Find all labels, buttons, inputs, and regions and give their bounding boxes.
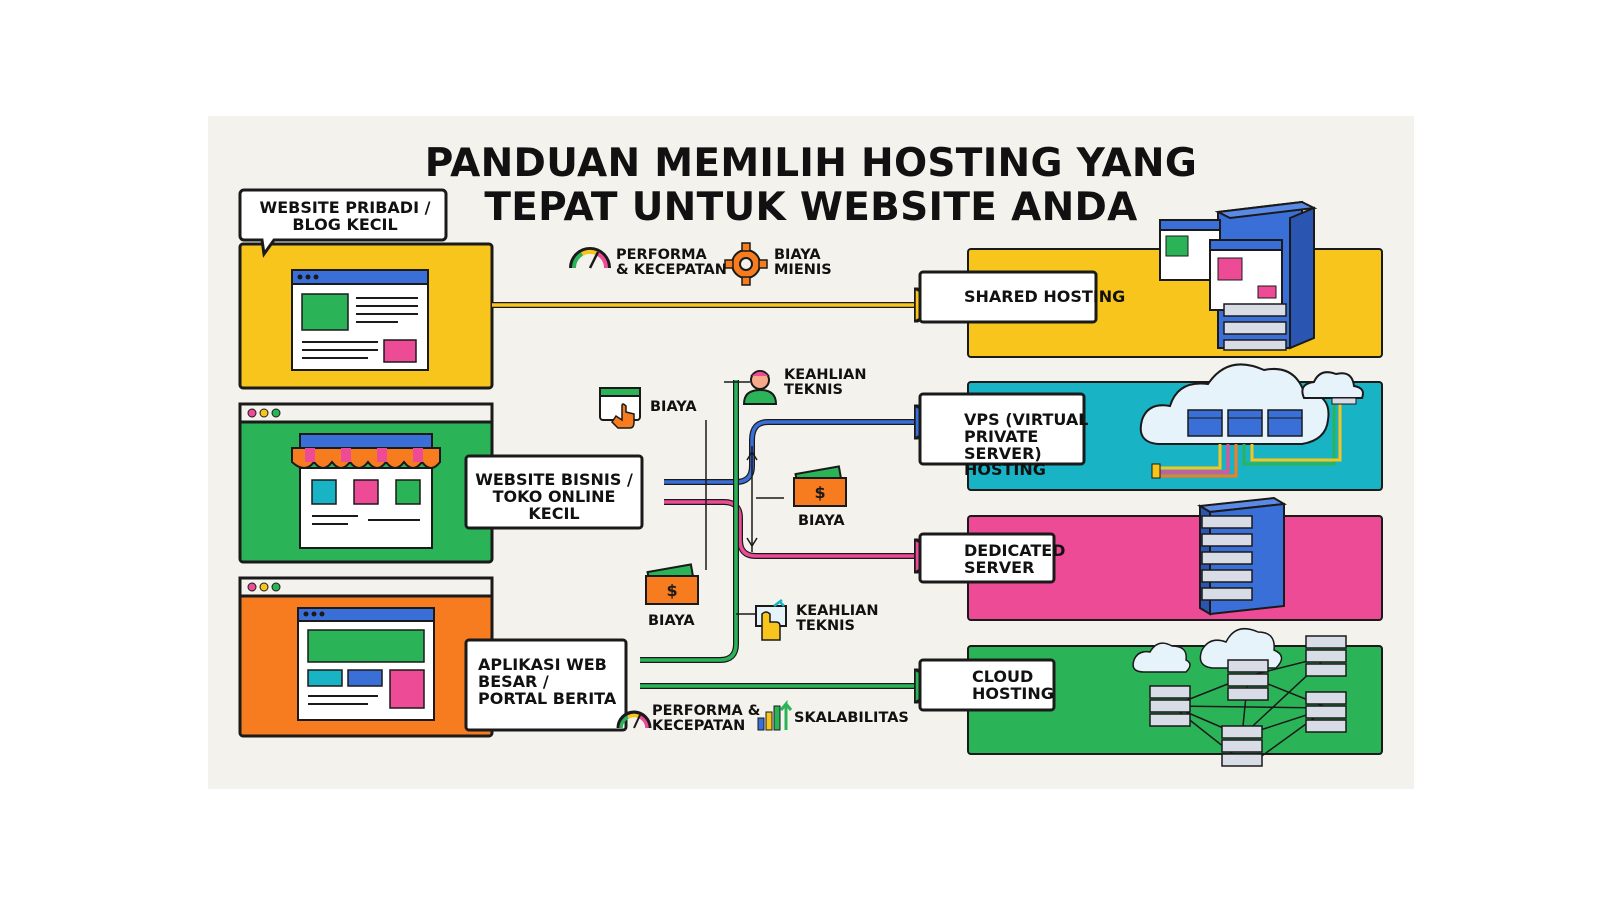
target-label-vps: VPS (VIRTUAL PRIVATE SERVER) HOSTING (964, 410, 1120, 480)
source-label-line: WEBSITE BISNIS / (475, 470, 633, 489)
money-icon: $ (793, 465, 847, 507)
source-label-line: BLOG KECIL (292, 214, 398, 234)
target-label-line: HOSTING (972, 683, 1054, 703)
target-label-line: CLOUD (972, 667, 1034, 686)
factor-label-cloud-scalability: SKALABILITAS (794, 710, 909, 726)
shared-hosting-box (918, 270, 1098, 324)
gear-icon (724, 242, 768, 286)
target-label-line: PRIVATE SERVER) (964, 426, 1042, 463)
source-panel-personal (238, 242, 494, 390)
shared-server-illustration (1159, 200, 1318, 351)
factor-label-dedicated-cost: BIAYA (798, 513, 845, 529)
source-label-line: BESAR / (478, 671, 549, 691)
factor-label-line: KECEPATAN (652, 718, 746, 735)
source-label-line: KECIL (528, 503, 580, 523)
source-panel-large-app (238, 576, 494, 738)
svg-text:$: $ (814, 483, 825, 502)
click-window-icon (599, 387, 641, 429)
target-label-line: HOSTING (964, 460, 1046, 480)
dedicated-server-box (918, 532, 1056, 584)
target-label-dedicated: DEDICATED SERVER (964, 541, 1090, 577)
factor-label-shared-cost: BIAYA MIENIS (774, 247, 832, 279)
business-website-box (464, 454, 644, 530)
factor-label-line: TEKNIS (784, 382, 844, 399)
svg-text:$: $ (666, 581, 677, 600)
factor-label-cloud-performance: PERFORMA & KECEPATAN (652, 703, 761, 735)
factor-label-line: TEKNIS (796, 618, 856, 635)
hand-tool-icon (755, 599, 787, 641)
factor-label-line: SKALABILITAS (794, 710, 909, 726)
diagram-artwork: $ $ (238, 188, 1383, 767)
factor-label-line: BIAYA (650, 399, 697, 415)
vps-hosting-box (918, 392, 1086, 466)
flow-arrows (480, 305, 942, 686)
factor-label-cloud-cost: BIAYA (648, 613, 695, 629)
cloud-hosting-box (918, 658, 1056, 712)
source-label-large-app: APLIKASI WEB BESAR / PORTAL BERITA (478, 655, 628, 708)
growth-chart-icon (757, 699, 793, 731)
factor-label-line: KEAHLIAN (784, 367, 867, 383)
large-app-box (464, 638, 628, 732)
factor-label-vps-cost: BIAYA (650, 399, 697, 415)
factor-label-line: & KECEPATAN (616, 262, 727, 279)
target-label-cloud: CLOUD HOSTING (972, 667, 1092, 703)
factor-label-line: BIAYA (648, 613, 695, 629)
source-label-line: WEBSITE PRIBADI / (259, 198, 431, 217)
source-panel-business (238, 402, 494, 564)
dedicated-server-illustration (1196, 496, 1288, 616)
source-label-line: APLIKASI WEB (478, 655, 607, 674)
title-line-1: PANDUAN MEMILIH HOSTING YANG (424, 141, 1198, 186)
target-label-line: SERVER (964, 557, 1035, 577)
vps-cloud-illustration (1139, 363, 1364, 479)
target-label-line: DEDICATED (964, 541, 1066, 560)
factor-label-line: PERFORMA & (652, 703, 761, 719)
cloud-network-illustration (1132, 627, 1347, 767)
factor-label-line: KEAHLIAN (796, 603, 879, 619)
factor-label-shared-performance: PERFORMA & KECEPATAN (616, 247, 727, 279)
factor-label-dedicated-expertise: KEAHLIAN TEKNIS (796, 603, 879, 635)
factor-label-line: BIAYA (798, 513, 845, 529)
factor-label-line: PERFORMA (616, 247, 707, 263)
speedometer-icon (616, 710, 652, 729)
factor-label-vps-expertise: KEAHLIAN TEKNIS (784, 367, 867, 399)
source-label-business: WEBSITE BISNIS / TOKO ONLINE KECIL (468, 470, 640, 523)
money-icon: $ (645, 563, 699, 605)
source-label-line: TOKO ONLINE (492, 486, 616, 506)
person-icon (742, 370, 778, 405)
source-label-personal: WEBSITE PRIBADI / BLOG KECIL (248, 198, 442, 234)
target-label-line: SHARED HOSTING (964, 287, 1126, 306)
factor-label-line: MIENIS (774, 262, 832, 279)
infographic-card: $ $ PANDUAN MEMIL (208, 116, 1414, 789)
title-line-2: TEPAT UNTUK WEBSITE ANDA (484, 185, 1138, 230)
target-label-line: VPS (VIRTUAL (964, 410, 1089, 429)
target-label-shared: SHARED HOSTING (964, 287, 1130, 306)
source-label-line: PORTAL BERITA (478, 688, 617, 708)
page-title: PANDUAN MEMILIH HOSTING YANG TEPAT UNTUK… (208, 142, 1414, 230)
speech-bubble (238, 188, 448, 258)
factor-label-line: BIAYA (774, 247, 821, 263)
speedometer-icon (569, 247, 611, 269)
